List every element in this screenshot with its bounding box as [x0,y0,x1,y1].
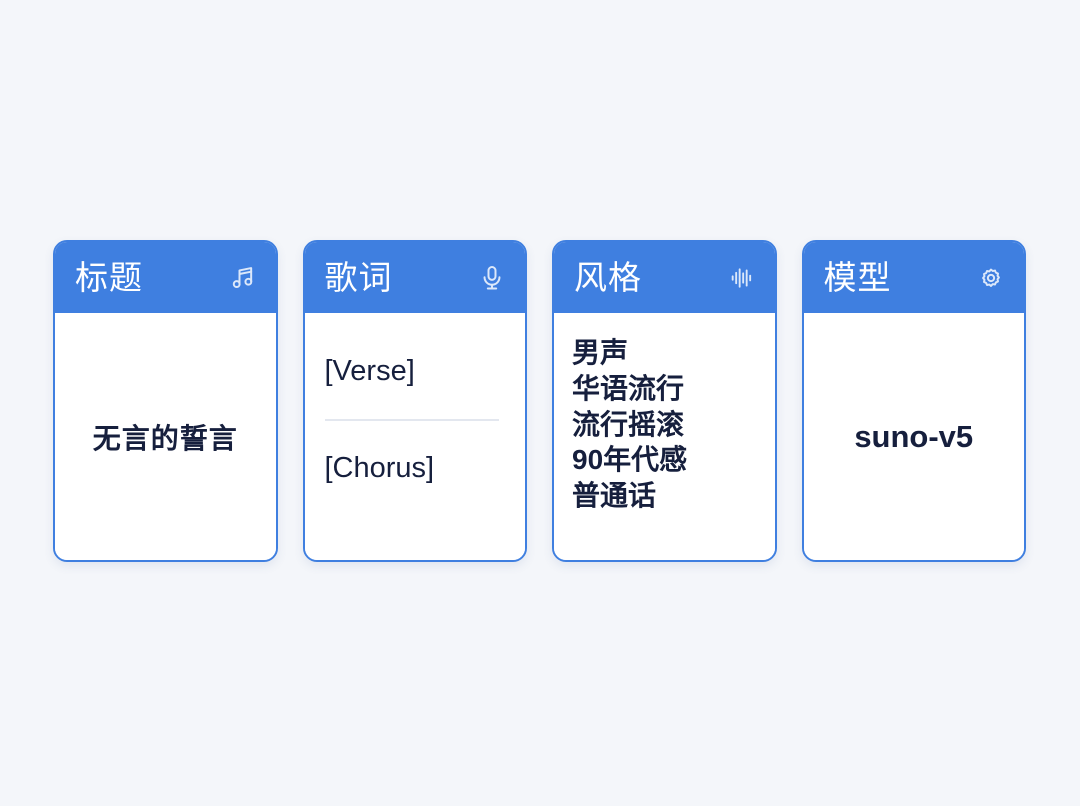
card-lyrics-header: 歌词 [304,242,525,313]
lyric-section-verse: [Verse] [324,355,415,387]
microphone-icon [477,263,507,293]
style-tag: 流行摇滚 [572,408,685,440]
waveform-icon [727,263,757,293]
card-lyrics-body: [Verse] [Chorus] [304,313,525,560]
card-style-header: 风格 [554,242,775,313]
song-title-value: 无言的誓言 [92,422,238,454]
card-model-body: suno-v5 [803,313,1024,560]
card-title[interactable]: 标题 无言的誓言 [53,240,278,562]
card-model[interactable]: 模型 suno-v5 [801,240,1026,562]
card-board: 标题 无言的誓言 歌词 [53,240,1026,562]
card-lyrics-label: 歌词 [324,259,393,296]
card-style[interactable]: 风格 男声 华语流行 流行摇滚 90年代感 普通话 [552,240,777,562]
gear-icon [976,263,1006,293]
card-lyrics[interactable]: 歌词 [Verse] [Chorus] [302,240,527,562]
card-model-label: 模型 [823,259,892,296]
model-name-value: suno-v5 [854,418,974,454]
lyric-divider [324,419,499,421]
card-model-header: 模型 [803,242,1024,313]
music-note-icon [228,263,258,293]
style-tag: 华语流行 [572,372,685,404]
style-tag: 男声 [572,337,629,368]
card-title-body: 无言的誓言 [55,313,276,560]
card-title-header: 标题 [55,242,276,313]
card-style-label: 风格 [574,259,642,296]
card-style-body: 男声 华语流行 流行摇滚 90年代感 普通话 [554,313,775,560]
card-title-label: 标题 [75,259,143,296]
lyric-section-chorus: [Chorus] [324,452,435,484]
style-tag: 普通话 [572,480,657,512]
style-tag: 90年代感 [572,444,688,476]
